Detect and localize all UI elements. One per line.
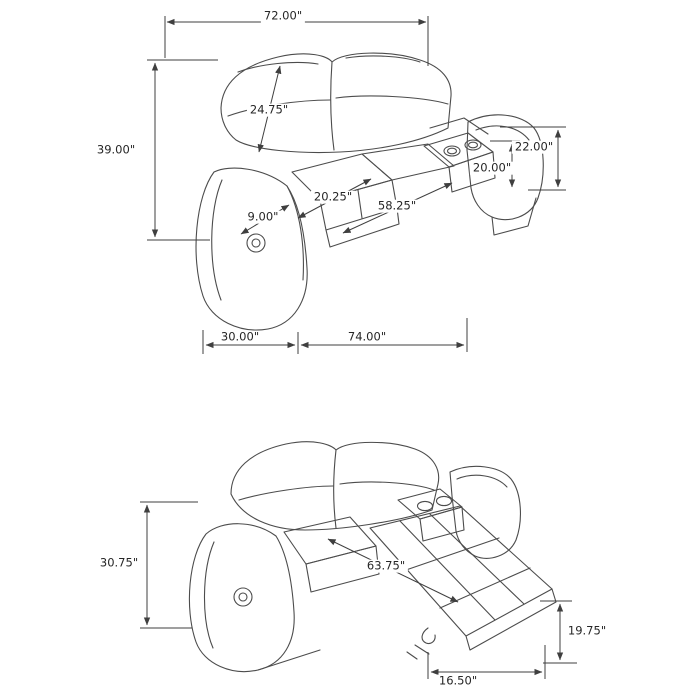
sofa-upright-drawing bbox=[195, 52, 544, 331]
dim-overall-depth: 30.00" bbox=[217, 331, 263, 344]
dim-seat-depth: 20.25" bbox=[310, 191, 356, 204]
dim-footrest-height: 19.75" bbox=[564, 625, 610, 638]
dim-reclined-depth: 63.75" bbox=[363, 560, 409, 573]
dim-overall-width: 72.00" bbox=[260, 10, 306, 23]
dim-back-cushion-height: 24.75" bbox=[246, 104, 292, 117]
sofa-reclined-drawing bbox=[188, 441, 557, 672]
dim-front-rail-width: 74.00" bbox=[344, 331, 390, 344]
dim-reclined-height: 30.75" bbox=[96, 557, 142, 570]
dim-arm-height: 22.00" bbox=[511, 141, 557, 154]
dim-seat-to-arm-top: 20.00" bbox=[469, 162, 515, 175]
dim-overall-height: 39.00" bbox=[93, 144, 139, 157]
dim-arm-width: 9.00" bbox=[244, 211, 282, 224]
dim-footrest-depth: 16.50" bbox=[435, 675, 481, 688]
dim-seat-area-width: 58.25" bbox=[374, 200, 420, 213]
